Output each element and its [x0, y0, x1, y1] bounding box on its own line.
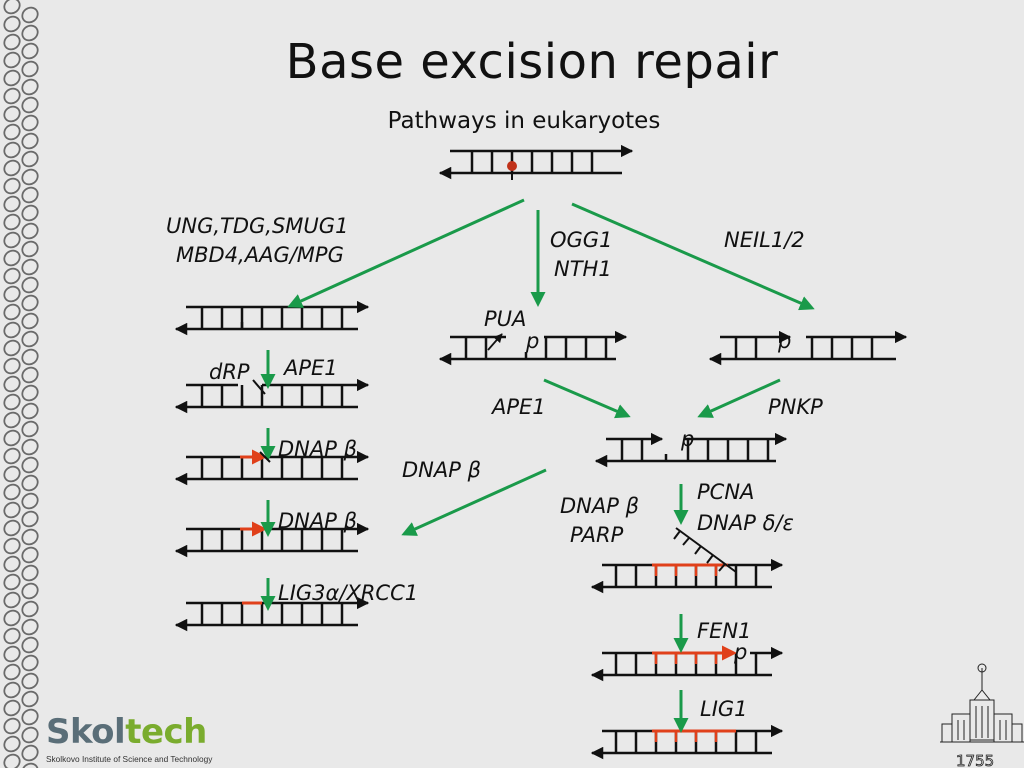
label-nth1: NTH1: [554, 257, 612, 281]
label-dnapb-center: DNAP β: [402, 458, 481, 482]
dna-drp-flap: [174, 378, 370, 414]
label-p-right: p: [777, 329, 791, 353]
displaced-flap: [673, 527, 737, 573]
label-pnkp: PNKP: [768, 395, 823, 419]
enzyme-labels: UNG,TDG,SMUG1 MBD4,AAG/MPG OGG1 NTH1 NEI…: [166, 214, 823, 721]
slide-subtitle: Pathways in eukaryotes: [387, 108, 661, 134]
arrow-center-to-short-patch: [401, 468, 547, 536]
label-dnapb-long: DNAP β: [560, 494, 639, 518]
arrow-ape1-to-center: [543, 378, 631, 419]
dna-duplexes: [174, 144, 908, 760]
dna-long-patch-flap: [590, 645, 784, 682]
label-dnapb-1: DNAP β: [278, 437, 357, 461]
label-ape1-mid: APE1: [490, 395, 546, 419]
arrow-to-neil: [571, 202, 815, 311]
dna-ap-site: [174, 300, 370, 336]
label-neil: NEIL1/2: [724, 228, 805, 252]
chain-border-decoration: [3, 0, 39, 768]
label-dnapb-2: DNAP β: [278, 509, 357, 533]
label-lig1: LIG1: [700, 697, 748, 721]
label-lig3: LIG3α/XRCC1: [278, 581, 418, 605]
label-glycosylases-mono-2: MBD4,AAG/MPG: [176, 243, 344, 267]
label-pcna: PCNA: [697, 480, 754, 504]
logo-word-part1: Skol: [46, 712, 126, 752]
label-dnap-de: DNAP δ/ε: [697, 511, 794, 535]
skoltech-logo: Skoltech Skolkovo Institute of Science a…: [46, 712, 216, 768]
label-p-flap: p: [733, 640, 747, 664]
arrow-to-monofunctional: [287, 198, 525, 308]
dna-short-patch-repaired: [174, 596, 370, 632]
dna-damaged-top: [438, 144, 634, 180]
label-pua: PUA: [484, 307, 526, 331]
slide-title: Base excision repair: [285, 34, 779, 90]
pua-pointer: [487, 333, 503, 351]
label-ape1-left: APE1: [282, 356, 338, 380]
dna-center-gap: [594, 432, 788, 468]
label-glycosylases-mono-1: UNG,TDG,SMUG1: [166, 214, 348, 238]
label-drp: dRP: [209, 360, 250, 384]
drp-flap: [252, 379, 266, 395]
label-p-center: p: [680, 427, 694, 451]
label-p-mid: p: [525, 329, 539, 353]
university-emblem: 1755: [940, 663, 1024, 768]
logo-word-part2: tech: [125, 712, 207, 752]
emblem-year: 1755: [956, 752, 994, 768]
dna-neil-gap: [708, 330, 908, 366]
drp-flap-2: [259, 451, 271, 463]
logo-wordmark: Skoltech: [46, 712, 216, 752]
label-parp: PARP: [570, 523, 624, 547]
dna-short-patch-nick: [174, 521, 370, 558]
label-ogg1: OGG1: [550, 228, 612, 252]
dna-long-patch-displace: [590, 558, 784, 594]
damaged-base-dot: [507, 161, 517, 171]
logo-tagline: Skolkovo Institute of Science and Techno…: [46, 754, 213, 764]
dna-dnapb-fill: [174, 449, 370, 486]
lesion-marks: [252, 161, 737, 573]
arrow-pnkp-to-center: [697, 378, 781, 418]
dna-long-patch-repaired: [590, 724, 784, 760]
label-fen1: FEN1: [697, 619, 751, 643]
process-arrows: [260, 198, 815, 733]
